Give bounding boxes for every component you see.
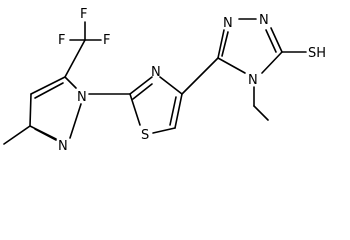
atom-label-thiazole-n: N — [151, 65, 161, 80]
triazole-ring: N N N SH — [217, 13, 326, 121]
pyrazole-ring: N N — [3, 76, 87, 154]
atom-label-fluorine-top: F — [80, 7, 87, 22]
thiazole-ring: N S — [129, 65, 183, 143]
bond — [217, 57, 246, 74]
bond — [69, 103, 82, 139]
atom-label-fluorine-left: F — [58, 33, 65, 48]
trifluoromethyl-group: F F F — [58, 7, 110, 78]
atom-label-triazole-n4: N — [248, 73, 258, 88]
bond — [129, 76, 153, 95]
atom-label-thiol: SH — [308, 46, 326, 61]
atom-label-triazole-n2: N — [259, 13, 269, 28]
bond — [169, 96, 177, 126]
atom-label-pyrazole-n1: N — [77, 90, 87, 105]
bond — [64, 39, 86, 78]
bond — [159, 76, 183, 95]
atom-label-fluorine-right: F — [103, 33, 110, 48]
bond — [181, 57, 219, 95]
bond — [34, 82, 64, 99]
atom-label-thiazole-s: S — [141, 128, 149, 143]
bond — [34, 128, 57, 141]
atom-label-triazole-n1: N — [223, 16, 233, 31]
chemical-structure-diagram: F F F N N N S — [3, 7, 326, 154]
bond — [174, 93, 183, 129]
bond — [132, 83, 153, 100]
bond — [217, 29, 225, 59]
bond — [261, 51, 283, 74]
bond — [29, 93, 32, 127]
bond — [129, 93, 141, 126]
bond — [221, 31, 229, 57]
bond — [152, 127, 176, 134]
atom-label-pyrazole-n2: N — [58, 139, 68, 154]
bond — [64, 76, 77, 89]
bond — [270, 27, 283, 53]
bond — [3, 125, 31, 145]
bond — [253, 105, 269, 121]
bond — [265, 29, 277, 53]
bond — [30, 76, 66, 95]
